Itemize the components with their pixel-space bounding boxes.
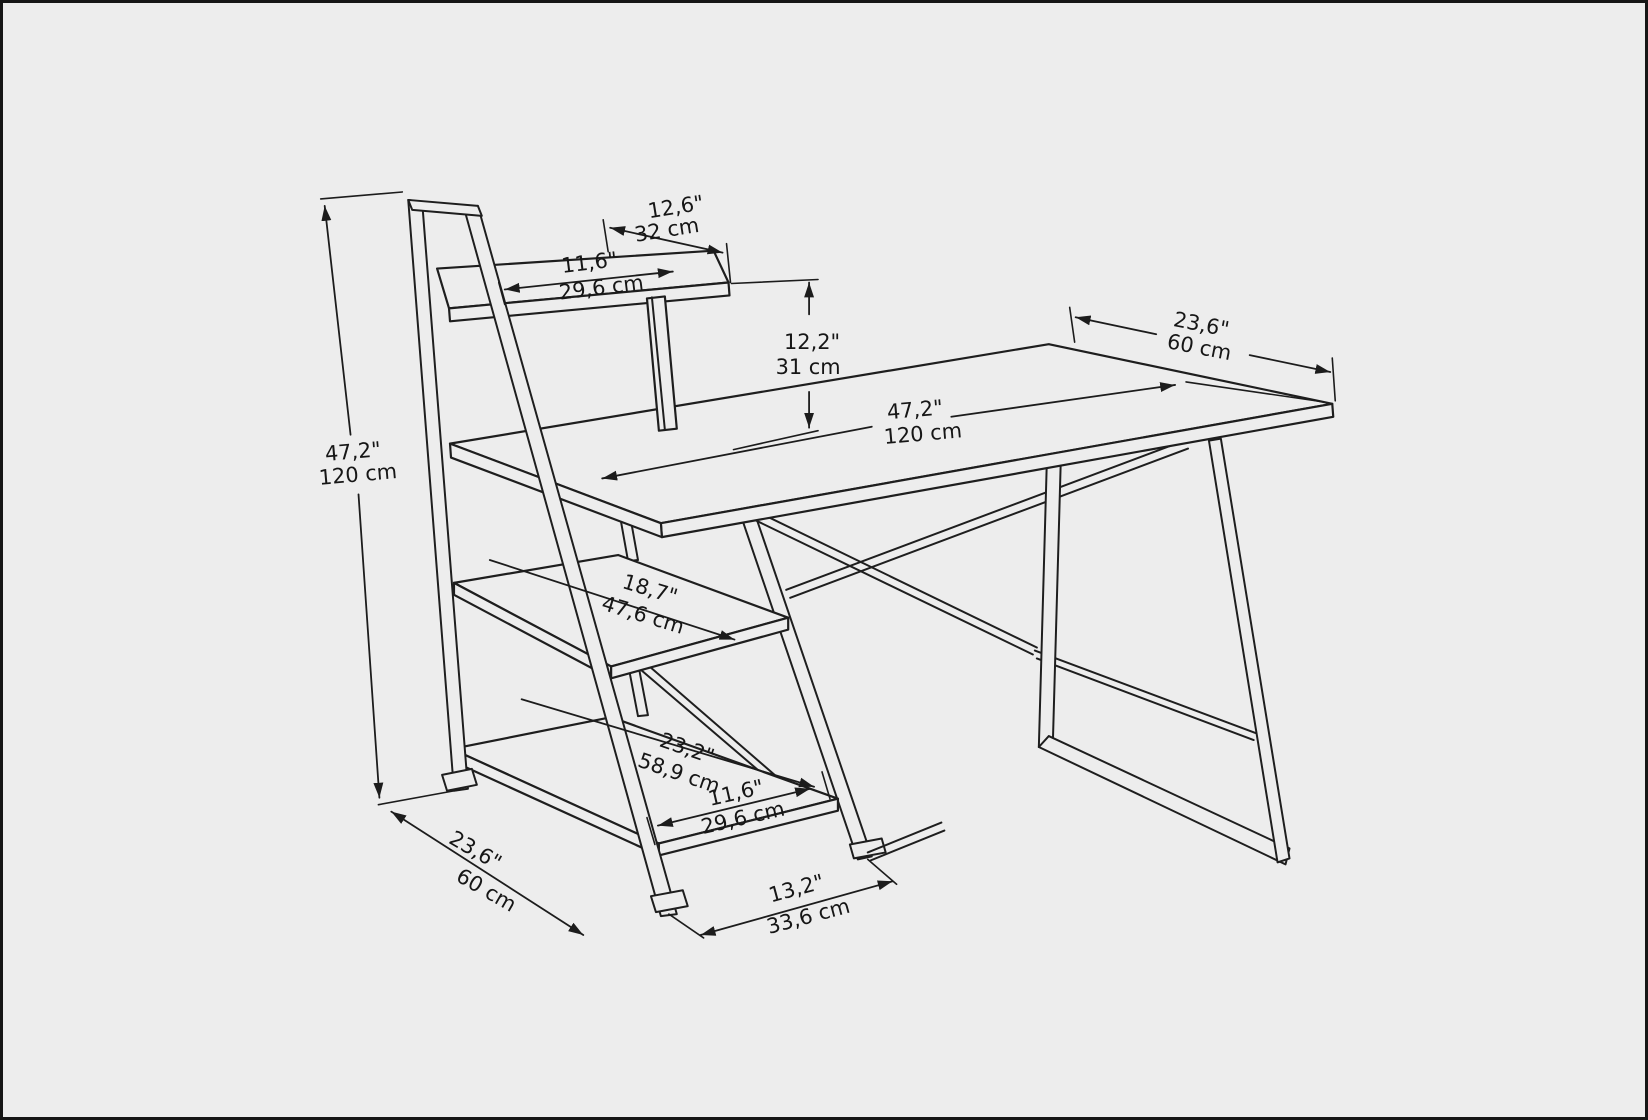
technical-drawing: 12,6" 32 cm 11,6" 29,6 cm 12,2" 31 cm 23… (318, 191, 1337, 939)
dim-label: 23,6" (445, 826, 506, 875)
cross-braces (637, 439, 1190, 792)
ladder-frame (407, 198, 689, 918)
dim-overall-height: 47,2" 120 cm (318, 191, 461, 806)
dim-label: 12,2" (784, 330, 840, 354)
dim-label: 47,2" (324, 437, 382, 466)
dim-foot-spacing: 13,2" 33,6 cm (668, 858, 898, 939)
dim-desktop-width: 47,2" 120 cm (601, 381, 1325, 481)
dim-label: 32 cm (633, 213, 701, 247)
dim-base-depth: 23,6" 60 cm (390, 810, 585, 936)
right-leg-frame (1037, 437, 1291, 866)
right-leg-far-rail (1033, 649, 1257, 742)
dim-label: 31 cm (776, 355, 841, 379)
dim-lower-shelf-depth: 23,2" 58,9 cm (520, 698, 815, 798)
dim-riser-height: 12,2" 31 cm (730, 278, 841, 451)
middle-leg (741, 517, 946, 862)
dim-label: 60 cm (452, 863, 520, 916)
dim-label: 47,2" (886, 395, 944, 424)
middle-shelf (452, 553, 790, 680)
